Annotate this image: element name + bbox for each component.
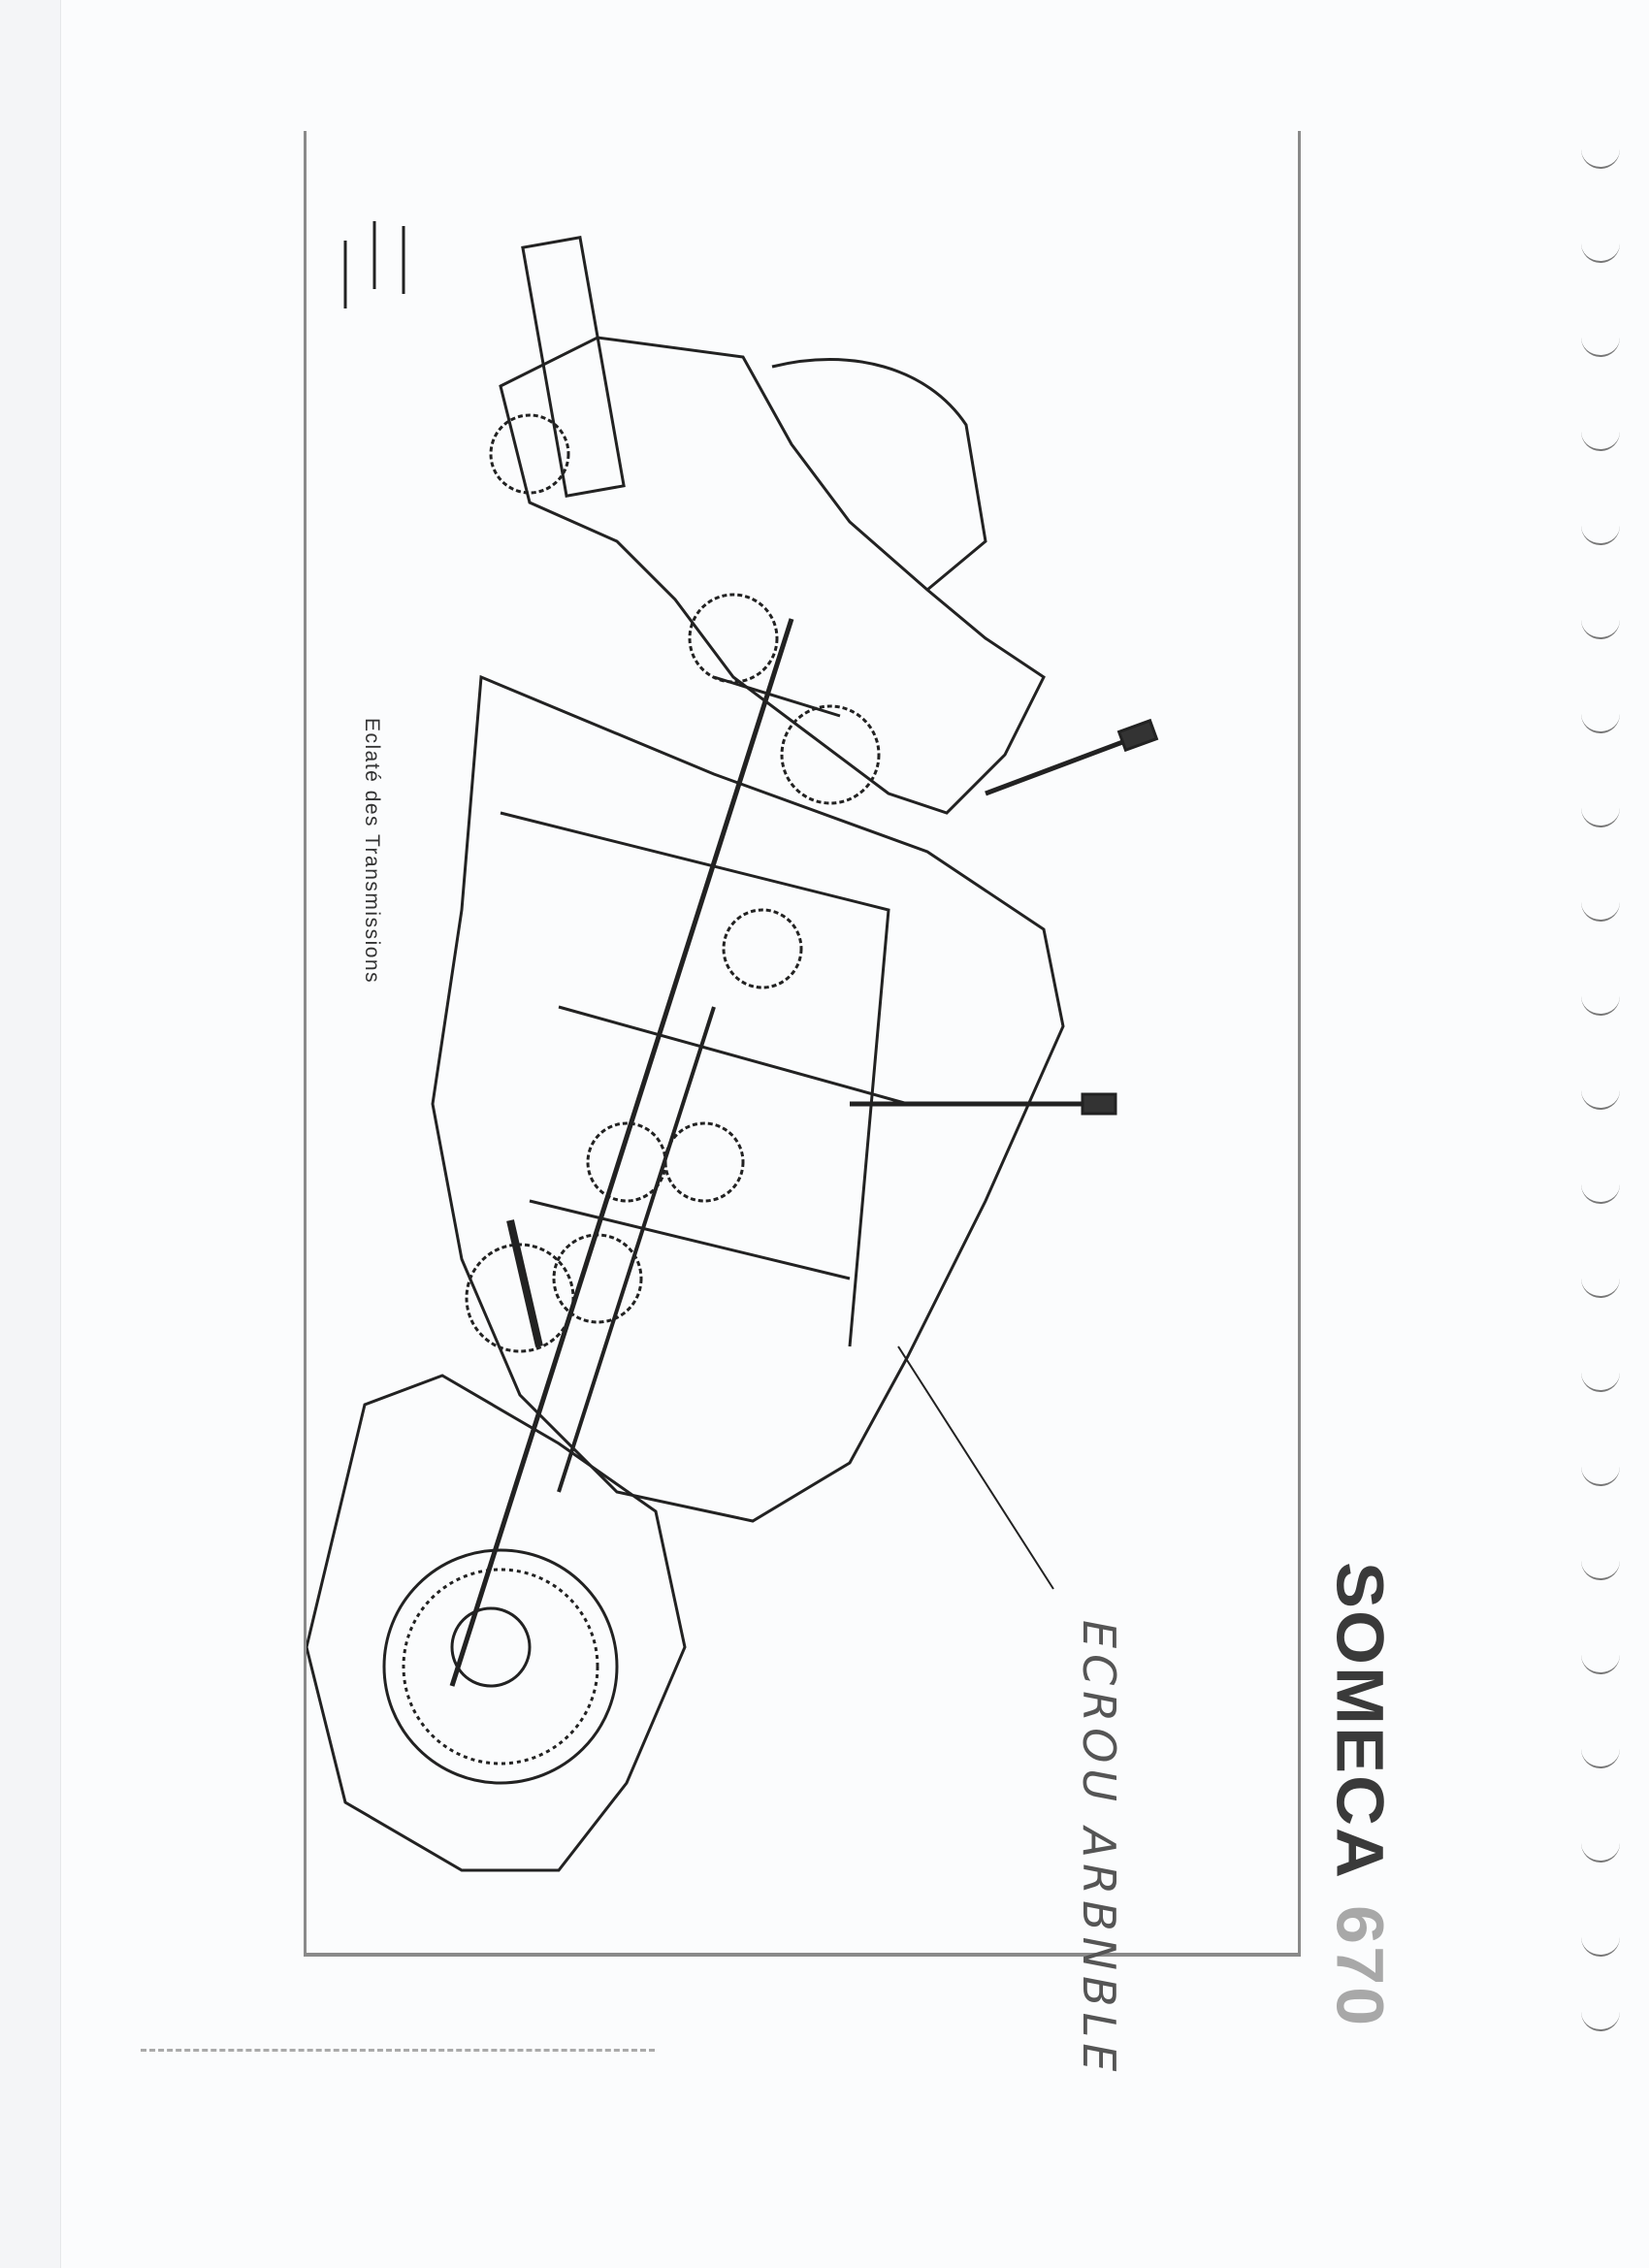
gearbox-housing [431,674,1065,1523]
rear-axle-housing [499,336,1046,815]
handwritten-note: ECROU ARBNBLE [1073,1620,1125,2078]
leader-line [897,1345,1054,1590]
model-number: 670 [1322,1905,1397,2028]
brand-name: SOMECA [1322,1562,1397,1881]
flywheel [382,1548,619,1785]
axle-shaft [521,236,626,498]
scan-artifact-line [141,2049,655,2052]
brand-logo: SOMECA 670 [1321,1562,1397,2027]
clutch-housing [307,1374,687,1872]
gear-lever-2 [985,732,1142,796]
scan-edge [0,0,61,2268]
transmission-cutaway-drawing [307,221,1159,1872]
figure-caption: Eclaté des Transmissions [361,718,383,985]
figure-frame [304,131,1301,1957]
